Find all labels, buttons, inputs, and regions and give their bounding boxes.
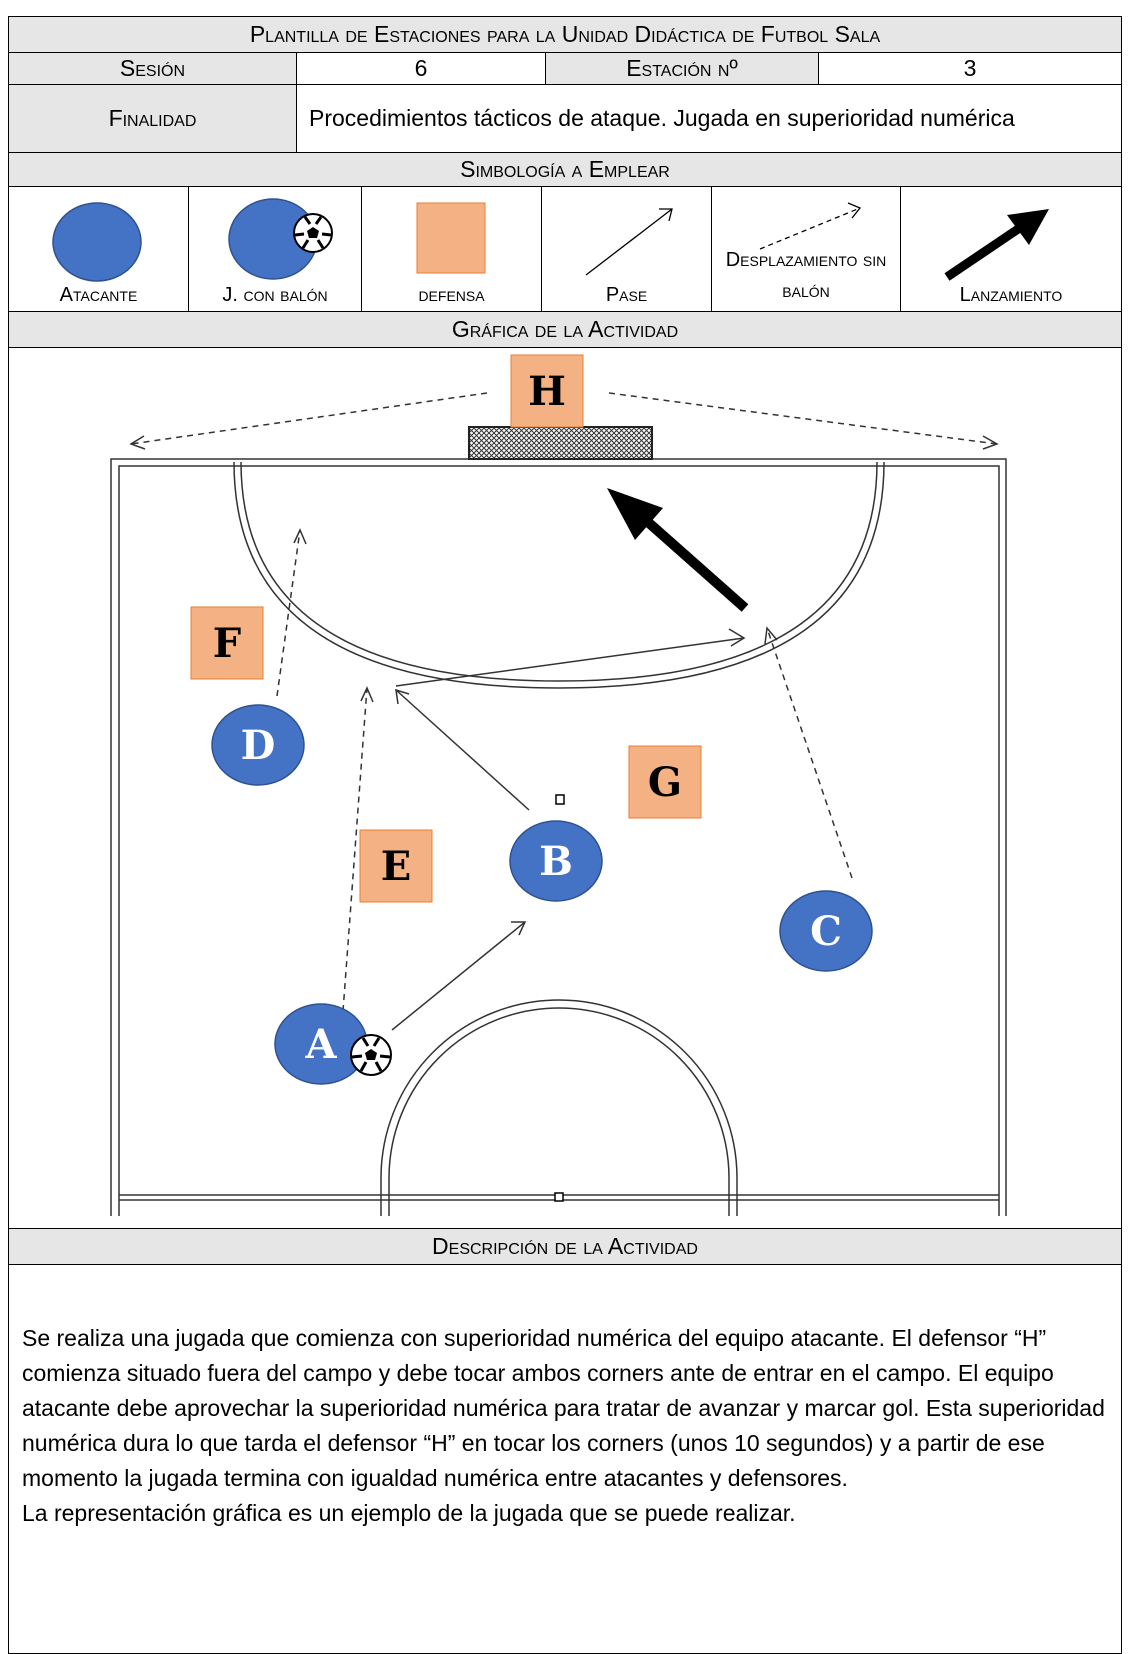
template-title: Plantilla de Estaciones para la Unidad D…: [8, 16, 1122, 53]
station-label: Estación nº: [545, 52, 819, 85]
symbol-run-without-ball: Desplazamiento sin balón: [711, 186, 901, 312]
defender-square-icon: [416, 202, 486, 274]
attacker-a-label: A: [304, 1021, 337, 1068]
attacker-d-label: D: [241, 722, 276, 769]
activity-graphic: H F G E D B: [8, 347, 1122, 1229]
attacker-c-label: C: [810, 908, 842, 955]
symbol-label-run-without-ball: Desplazamiento sin balón: [725, 249, 887, 302]
defender-h: H: [510, 354, 584, 428]
defender-e-label: E: [381, 843, 412, 890]
run-without-ball-arrow-icon: [759, 202, 862, 250]
player-with-ball-icon: [228, 198, 333, 280]
symbol-label-pass: Pase: [605, 284, 648, 306]
defender-f: F: [190, 606, 264, 680]
passes: [391, 628, 746, 1031]
description-paragraph: Se realiza una jugada que comienza con s…: [22, 1325, 1105, 1491]
symbol-attacker: Atacante: [8, 186, 189, 312]
goal-net: [468, 426, 653, 460]
pass-arrow-icon: [585, 208, 673, 276]
symbol-label-defender: defensa: [418, 284, 485, 306]
purpose-label: Finalidad: [8, 84, 297, 153]
defender-e: E: [359, 829, 433, 903]
session-value: 6: [296, 52, 546, 85]
symbol-player-with-ball: J. con balón: [188, 186, 362, 312]
symbol-pass: Pase: [541, 186, 712, 312]
symbology-heading: Simbología a Emplear: [8, 152, 1122, 187]
futsal-field: [110, 458, 1007, 1216]
description-heading: Descripción de la Actividad: [8, 1228, 1122, 1265]
attacker-circle-icon: [52, 202, 142, 282]
purpose-value: Procedimientos tácticos de ataque. Jugad…: [296, 84, 1122, 153]
ball-icon: [350, 1034, 392, 1076]
symbol-label-attacker: Atacante: [59, 284, 138, 306]
attacker-b-label: B: [539, 838, 573, 885]
defender-g-label: G: [648, 759, 682, 806]
symbol-label-player-with-ball: J. con balón: [222, 284, 328, 306]
defender-h-label: H: [528, 368, 566, 415]
attacker-b: B: [509, 820, 603, 902]
description-paragraph: La representación gráfica es un ejemplo …: [22, 1500, 796, 1526]
shot-arrow: [607, 488, 749, 612]
symbol-shot: Lanzamiento: [900, 186, 1122, 312]
symbol-label-shot: Lanzamiento: [959, 284, 1063, 306]
session-label: Sesión: [8, 52, 297, 85]
symbol-defender: defensa: [361, 186, 542, 312]
runs-without-ball: [276, 528, 853, 1012]
activity-graphic-heading: Gráfica de la Actividad: [8, 311, 1122, 348]
defender-f-label: F: [213, 620, 241, 667]
ball-icon: [293, 213, 333, 253]
attacker-d: D: [211, 704, 305, 786]
attacker-c: C: [779, 890, 873, 972]
attacker-a: A: [274, 1003, 368, 1085]
shot-arrow-icon: [944, 209, 1049, 281]
station-value: 3: [818, 52, 1122, 85]
defender-h-runs: [129, 392, 999, 450]
description-text: Se realiza una jugada que comienza con s…: [22, 1321, 1122, 1531]
station-template-sheet: Plantilla de Estaciones para la Unidad D…: [8, 8, 1130, 1654]
defender-g: G: [628, 745, 702, 819]
